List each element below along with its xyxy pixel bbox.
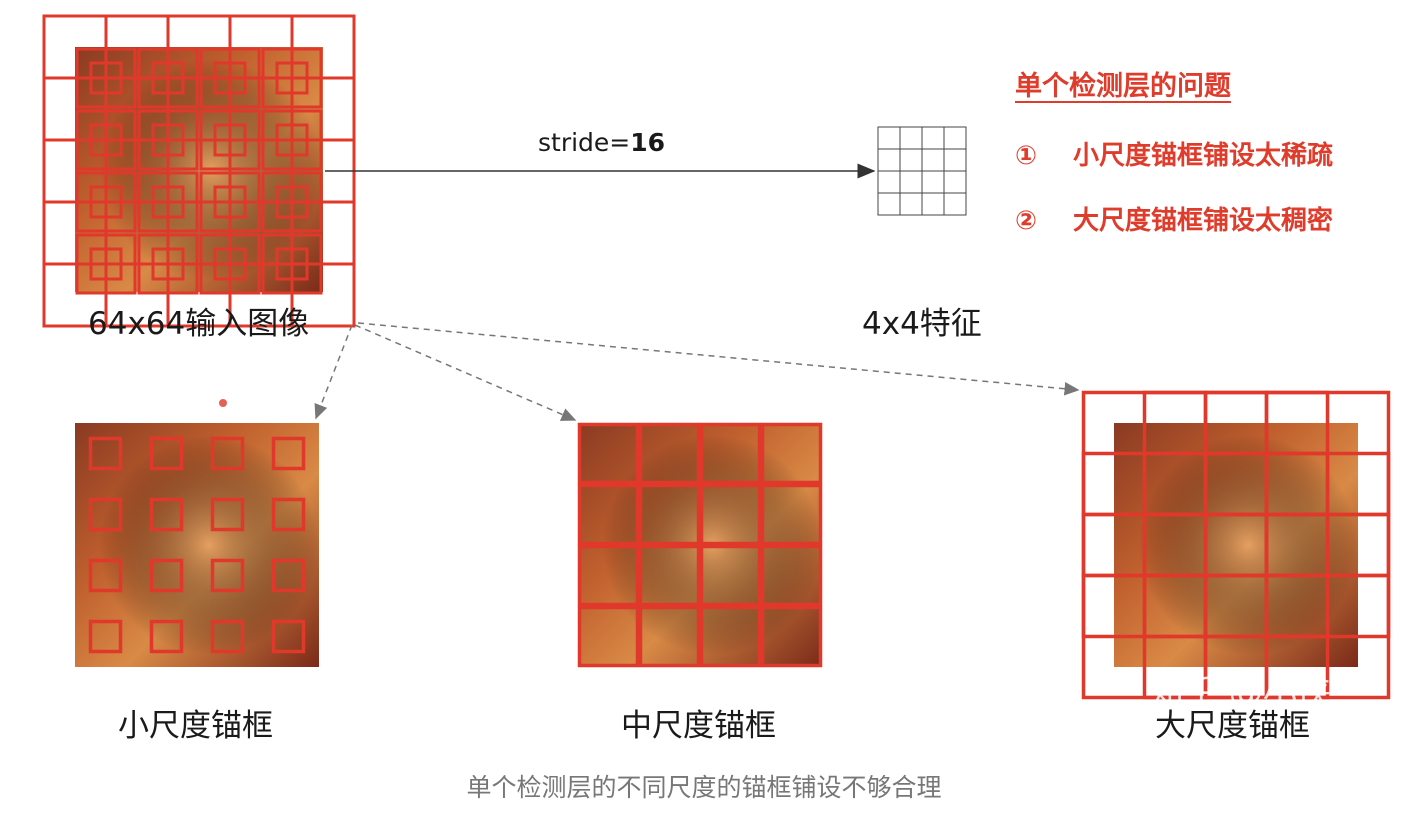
arrow-to-small xyxy=(314,324,353,420)
small-anchor-box xyxy=(271,497,306,532)
medium-anchor-box xyxy=(638,483,701,546)
small-anchor-image xyxy=(75,423,319,667)
problem-item-1: ① 小尺度锚框铺设太稀疏 xyxy=(1015,135,1333,172)
input-large-anchor xyxy=(228,200,356,328)
small-anchor-box xyxy=(210,497,245,532)
medium-anchor-box xyxy=(699,605,762,668)
stride-label: stride=16 xyxy=(538,128,665,157)
large-anchor-boxes xyxy=(1081,390,1391,700)
feature-cell xyxy=(877,148,901,172)
small-anchor-box xyxy=(210,619,245,654)
medium-anchor-box xyxy=(577,544,640,607)
watermark: 知乎 @小侠 xyxy=(1150,673,1331,713)
small-anchor-box xyxy=(210,436,245,471)
feature-map-label: 4x4特征 xyxy=(862,306,982,342)
medium-anchor-box xyxy=(699,422,762,485)
medium-anchor-label: 中尺度锚框 xyxy=(621,708,776,744)
input-anchor-overlay xyxy=(42,14,356,328)
problem-text-2: 大尺度锚框铺设太稠密 xyxy=(1073,206,1334,236)
medium-anchor-boxes xyxy=(577,422,823,668)
medium-anchor-box xyxy=(760,483,823,546)
medium-anchor-box xyxy=(699,544,762,607)
small-anchor-box xyxy=(149,436,184,471)
medium-anchor-box xyxy=(699,483,762,546)
medium-anchor-box xyxy=(577,483,640,546)
small-anchor-box xyxy=(149,619,184,654)
medium-anchor-box xyxy=(760,605,823,668)
feature-cell xyxy=(877,192,901,216)
figure-caption: 单个检测层的不同尺度的锚框铺设不够合理 xyxy=(466,773,942,802)
large-anchor-label: 大尺度锚框 xyxy=(1155,708,1310,744)
feature-cell xyxy=(899,170,923,194)
problem-number-1: ① xyxy=(1015,141,1038,171)
feature-cell xyxy=(921,126,945,150)
medium-anchor-box xyxy=(638,605,701,668)
arrow-to-medium xyxy=(354,324,577,421)
feature-cell xyxy=(921,170,945,194)
medium-anchor-box xyxy=(760,422,823,485)
medium-anchor-box xyxy=(760,544,823,607)
small-anchor-box xyxy=(149,497,184,532)
feature-cell xyxy=(921,148,945,172)
medium-anchor-box xyxy=(638,544,701,607)
medium-anchor-box xyxy=(577,422,640,485)
large-anchor-box xyxy=(1264,573,1391,700)
feature-cell xyxy=(877,126,901,150)
feature-cell xyxy=(943,170,967,194)
small-anchor-label: 小尺度锚框 xyxy=(118,708,273,744)
problems-title: 单个检测层的问题 xyxy=(1015,71,1231,102)
feature-map-grid xyxy=(877,126,967,216)
feature-cell xyxy=(943,126,967,150)
feature-cell xyxy=(899,126,923,150)
large-anchor-image xyxy=(1114,423,1358,667)
problem-text-1: 小尺度锚框铺设太稀疏 xyxy=(1073,141,1334,171)
problem-item-2: ② 大尺度锚框铺设太稠密 xyxy=(1015,200,1333,237)
input-image-label: 64x64输入图像 xyxy=(88,306,310,342)
feature-cell xyxy=(921,192,945,216)
feature-cell xyxy=(943,148,967,172)
feature-cell xyxy=(899,148,923,172)
small-anchor-box xyxy=(271,619,306,654)
small-anchor-box xyxy=(271,436,306,471)
stride-prefix: stride= xyxy=(538,128,631,157)
small-anchor-box xyxy=(149,558,184,593)
medium-anchor-box xyxy=(638,422,701,485)
stride-value: 16 xyxy=(630,128,666,157)
problem-number-2: ② xyxy=(1015,206,1038,236)
feature-cell xyxy=(943,192,967,216)
small-anchor-boxes xyxy=(88,436,306,654)
laser-pointer-dot xyxy=(219,399,227,407)
small-anchor-box xyxy=(88,497,123,532)
feature-cell xyxy=(877,170,901,194)
feature-cell xyxy=(899,192,923,216)
small-anchor-box xyxy=(271,558,306,593)
small-anchor-box xyxy=(88,558,123,593)
medium-anchor-box xyxy=(577,605,640,668)
small-anchor-box xyxy=(210,558,245,593)
small-anchor-box xyxy=(88,619,123,654)
small-anchor-box xyxy=(88,436,123,471)
